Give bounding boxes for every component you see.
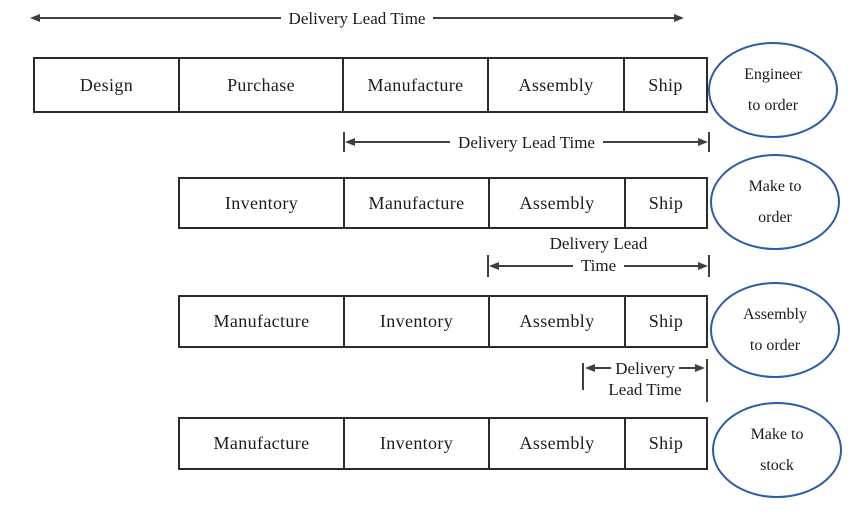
dimension-tick (487, 254, 489, 277)
arrow-line (355, 141, 451, 143)
strategy-ellipse-make-to-stock: Make to stock (712, 402, 842, 498)
process-cell-inventory: Inventory (224, 192, 299, 213)
strategy-label-line1: Assembly (743, 306, 807, 323)
process-cell-manufacture: Manufacture (213, 311, 310, 331)
lead-time-label-full: Delivery Lead Time (288, 8, 426, 28)
process-cell-assembly: Assembly (488, 297, 624, 346)
arrowhead-right-icon (698, 138, 709, 146)
lead-time-arrow-full: Delivery Lead Time (30, 8, 685, 28)
strategy-label-line2: to order (749, 337, 801, 354)
arrowhead-left-icon (30, 14, 40, 22)
lead-time-label-line2: Lead Time (608, 380, 682, 399)
dimension-tick (706, 359, 708, 402)
strategy-label-line1: Engineer (744, 66, 802, 83)
arrowhead-right-icon (674, 14, 685, 22)
strategy-label-line2: order (758, 209, 792, 226)
process-row-make-to-stock: Manufacture Inventory Assembly Ship (178, 417, 708, 470)
arrow-line (433, 17, 675, 19)
strategy-ellipse-engineer-to-order: Engineer to order (708, 42, 838, 138)
strategy-ellipse-make-to-order: Make to order (710, 154, 840, 250)
lead-time-label-make-to-order: Delivery Lead Time (458, 132, 595, 152)
lead-time-arrow-make-to-stock: Delivery Lead Time (582, 357, 708, 403)
dimension-tick (708, 132, 711, 152)
arrowhead-left-icon (345, 138, 355, 146)
process-cell-inventory: Inventory (343, 419, 488, 468)
dimension-tick (582, 363, 584, 390)
lead-time-arrow-line: Delivery (582, 357, 708, 379)
strategy-label-line1: Make to (750, 426, 804, 443)
process-cell-manufacture: Manufacture (342, 59, 487, 111)
lead-time-label-line1: Delivery Lead (549, 234, 648, 253)
strategy-label-line2: to order (747, 97, 799, 114)
arrowhead-left-icon (489, 261, 499, 270)
process-cell-assembly: Assembly (487, 59, 623, 111)
arrow-line (624, 264, 698, 267)
strategy-label-line1: Make to (748, 178, 802, 195)
dimension-tick (343, 132, 345, 152)
strategy-ellipse-assembly-to-order: Assembly to order (710, 282, 840, 378)
arrow-line (499, 264, 573, 267)
strategy-label-line2: stock (760, 457, 794, 474)
process-cell-assembly: Assembly (488, 419, 624, 468)
arrow-line (602, 141, 699, 143)
lead-time-arrow-make-to-order: Delivery Lead Time (343, 132, 711, 152)
arrow-line (595, 367, 612, 369)
lead-time-arrow-line: Time (487, 254, 710, 277)
process-row-engineer-to-order: Design Purchase Manufacture Assembly Shi… (33, 57, 708, 113)
arrowhead-right-icon (698, 261, 708, 270)
process-cell-ship: Ship (624, 419, 706, 468)
process-cell-ship: Ship (624, 297, 706, 346)
process-row-assembly-to-order: Manufacture Inventory Assembly Ship (178, 295, 708, 348)
process-cell-manufacture: Manufacture (213, 433, 310, 453)
lead-time-arrow-assembly-to-order: Delivery Lead Time (487, 233, 710, 277)
arrow-line (40, 17, 281, 19)
process-cell-purchase: Purchase (178, 59, 342, 111)
process-cell-ship: Ship (624, 179, 706, 227)
dimension-tick (708, 254, 710, 277)
process-row-make-to-order: Inventory Manufacture Assembly Ship (178, 177, 708, 229)
process-cell-inventory: Inventory (343, 297, 488, 346)
lead-time-label-line2: Time (580, 256, 617, 275)
process-cell-assembly: Assembly (488, 179, 624, 227)
lead-time-label-line1: Delivery (615, 358, 675, 378)
arrowhead-left-icon (585, 364, 595, 372)
arrowhead-right-icon (695, 364, 706, 372)
process-cell-ship: Ship (623, 59, 706, 111)
arrow-line (678, 367, 696, 369)
process-cell-design: Design (79, 74, 134, 95)
process-cell-manufacture: Manufacture (343, 179, 488, 227)
